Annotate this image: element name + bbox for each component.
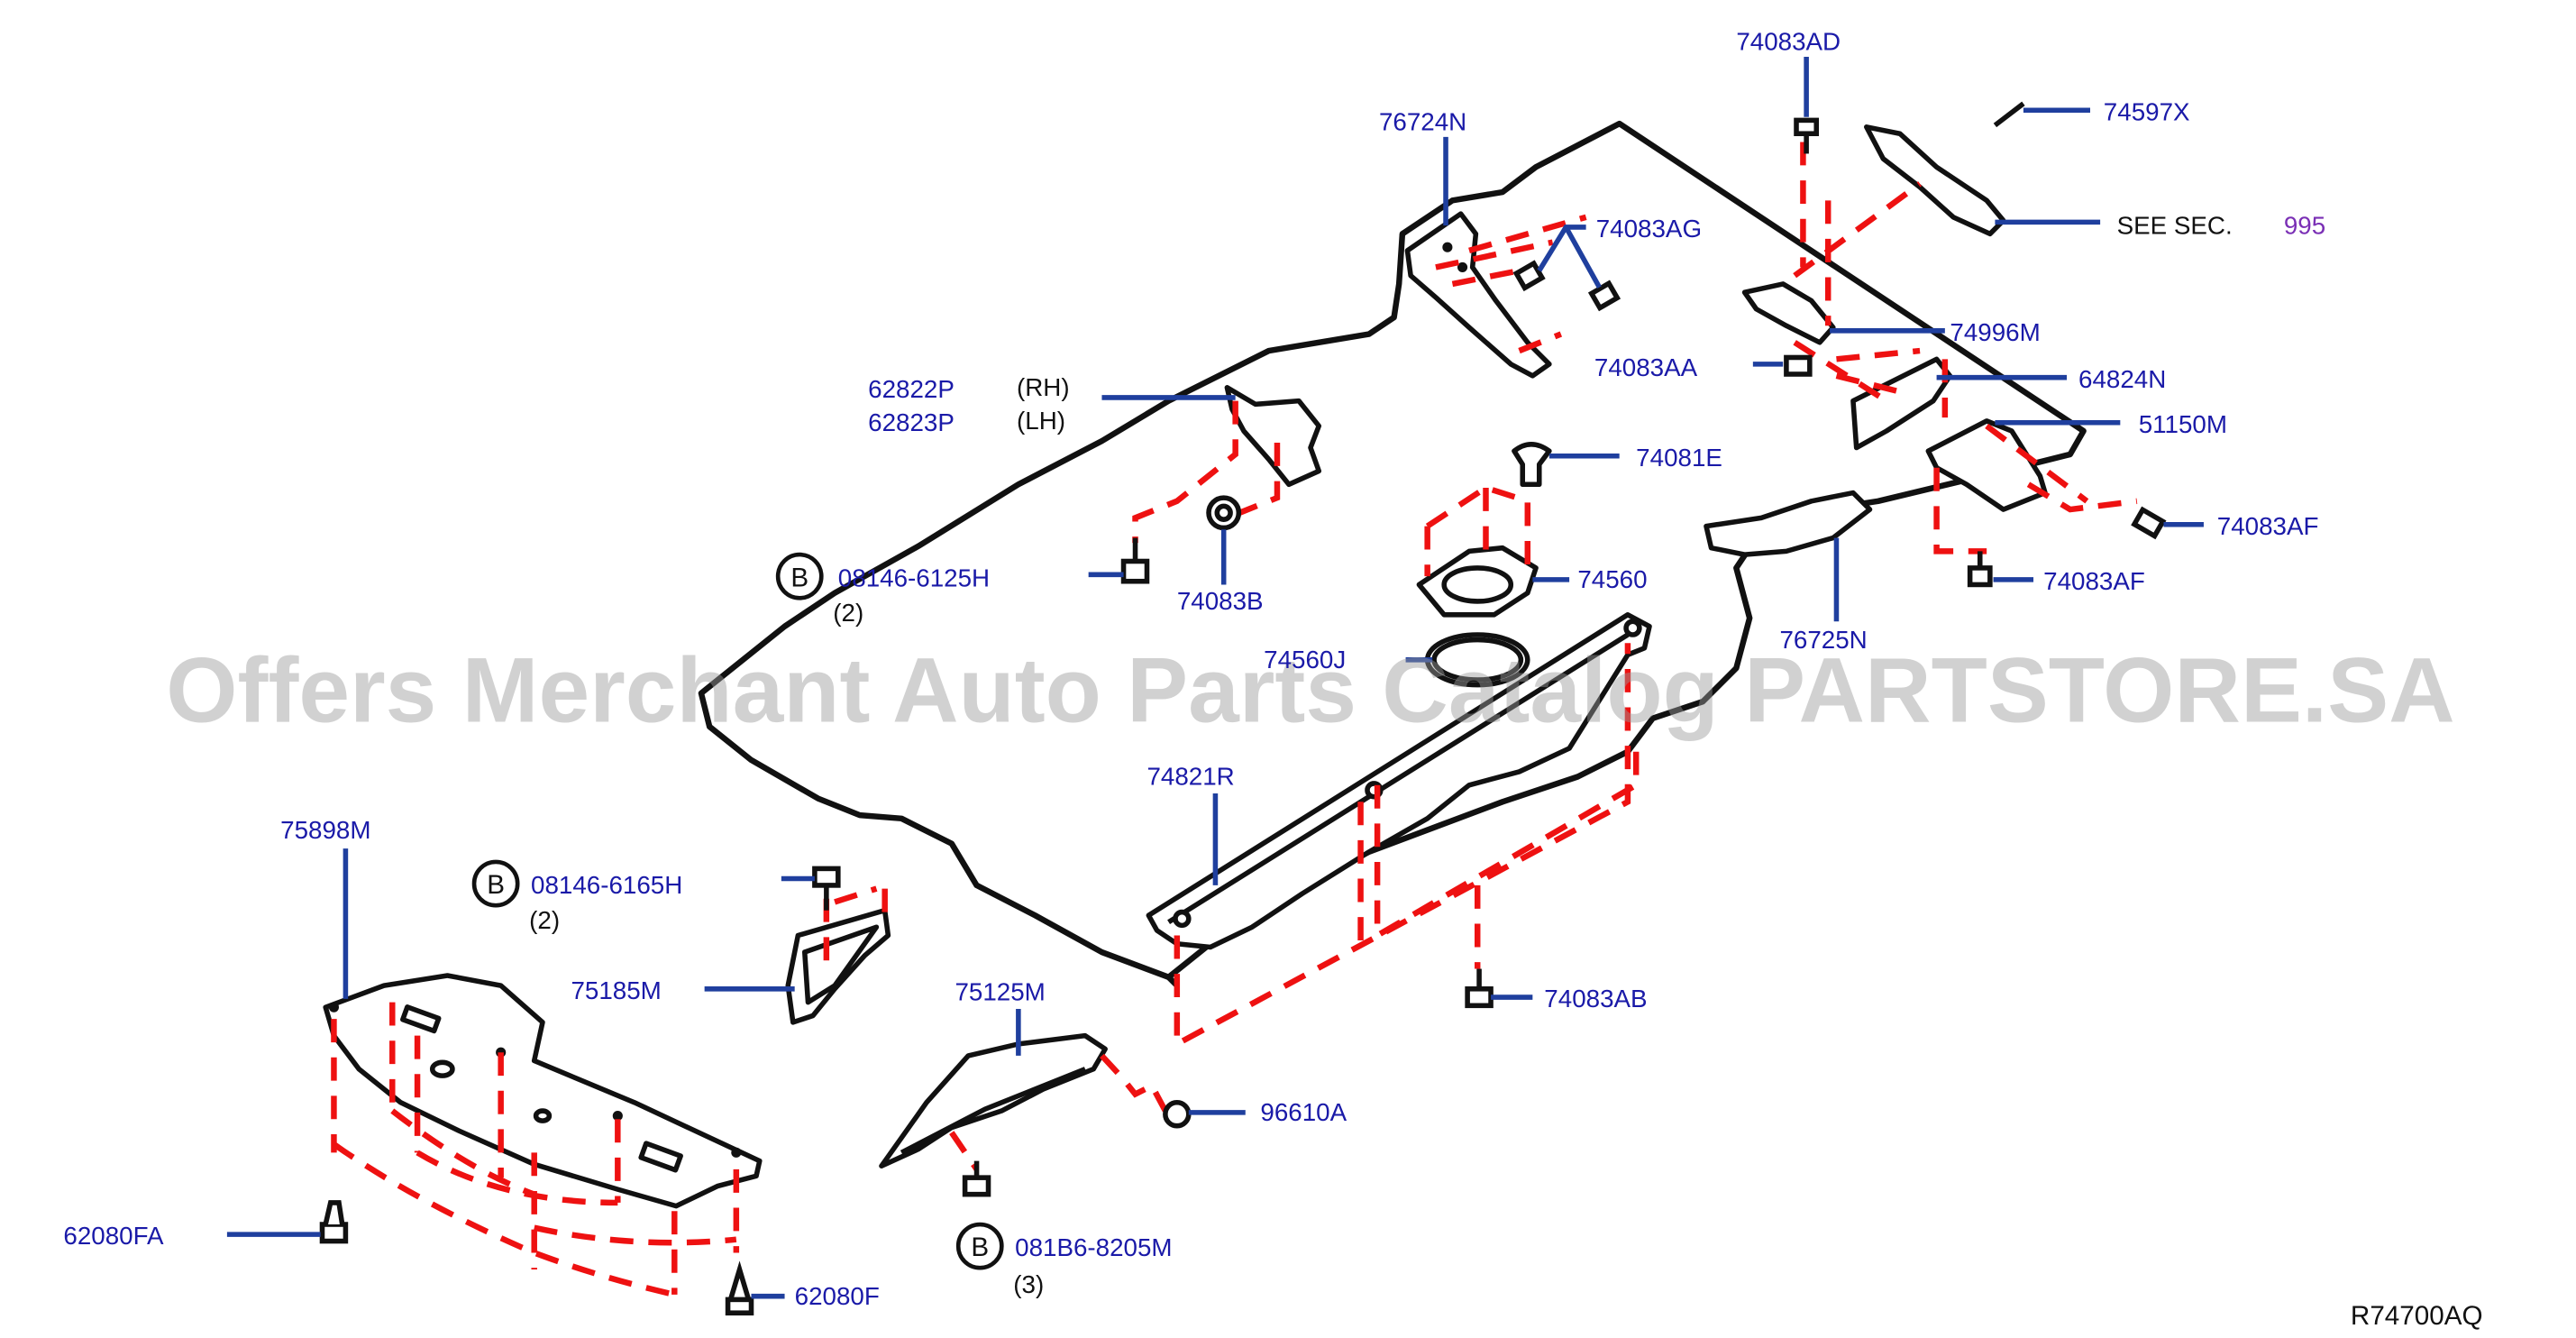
bolt-08146-6165H bbox=[812, 866, 841, 911]
crossmember-hole bbox=[1623, 619, 1642, 637]
label-qty-8205M: (3) bbox=[1013, 1270, 1044, 1298]
cover-74560 bbox=[1416, 545, 1539, 618]
bracket-64824N bbox=[1850, 356, 1953, 451]
undercover-clip-point bbox=[328, 1002, 340, 1013]
bolt-74083AB bbox=[1465, 968, 1494, 1009]
callout-b-8205M: B bbox=[955, 1222, 1004, 1270]
clip-62080FA bbox=[319, 1200, 349, 1244]
bracket-76724N-hole bbox=[1457, 261, 1468, 272]
undercover-slot bbox=[400, 1004, 442, 1034]
label-74083AA[interactable]: 74083AA bbox=[1594, 353, 1698, 381]
bolt-74083AG-b bbox=[1587, 280, 1621, 312]
crossmember-dash bbox=[1174, 643, 1640, 1049]
see-sec-text: SEE SEC. bbox=[2117, 211, 2233, 239]
bracket-62822P bbox=[1224, 385, 1322, 488]
undercover-dash-lines bbox=[331, 1002, 740, 1297]
label-76725N[interactable]: 76725N bbox=[1779, 626, 1867, 654]
jack-74597X bbox=[1864, 124, 2006, 237]
label-74560[interactable]: 74560 bbox=[1577, 565, 1647, 593]
clip-62080F bbox=[725, 1260, 754, 1315]
bolt-74083AG-a bbox=[1512, 260, 1546, 292]
label-74597X[interactable]: 74597X bbox=[2104, 97, 2190, 125]
callout-letter: B bbox=[790, 563, 808, 592]
label-62080FA[interactable]: 62080FA bbox=[63, 1222, 164, 1250]
label-08146-6125H[interactable]: 08146-6125H bbox=[838, 564, 990, 591]
splash-guard-ridge bbox=[900, 1067, 1086, 1155]
bolt-74083AD bbox=[1794, 117, 1820, 154]
callout-b-6125H: B bbox=[775, 552, 824, 600]
callout-letter: B bbox=[971, 1233, 989, 1262]
clip-74081E bbox=[1512, 442, 1552, 488]
undercover-slot bbox=[638, 1141, 683, 1173]
watermark-text: Offers Merchant Auto Parts Catalog PARTS… bbox=[166, 638, 2454, 741]
jack-handle-74597X bbox=[1993, 101, 2025, 128]
label-96610A[interactable]: 96610A bbox=[1260, 1098, 1347, 1126]
jack-bracket-74996M bbox=[1741, 281, 1836, 345]
label-74996M[interactable]: 74996M bbox=[1950, 318, 2040, 346]
bolt-08146-6125H bbox=[1120, 537, 1150, 584]
see-sec-number[interactable]: 995 bbox=[2284, 211, 2325, 239]
label-08146-6165H[interactable]: 08146-6165H bbox=[531, 871, 682, 899]
undercover-clip-point bbox=[612, 1111, 623, 1122]
cover-74560-center bbox=[1441, 565, 1514, 604]
label-rh: (RH) bbox=[1017, 373, 1070, 401]
cover-74560-dash bbox=[1424, 484, 1531, 577]
nut-96610A bbox=[1163, 1099, 1192, 1129]
label-62822P[interactable]: 62822P bbox=[868, 375, 955, 403]
leader-lines bbox=[226, 56, 2204, 1299]
bolt-74083AF-a bbox=[2131, 506, 2167, 540]
diagram-code: R74700AQ bbox=[2351, 1301, 2483, 1331]
label-74560J[interactable]: 74560J bbox=[1264, 646, 1346, 674]
undercover-hole bbox=[429, 1059, 455, 1078]
label-62080F[interactable]: 62080F bbox=[795, 1282, 880, 1310]
bracket-75185M-inner bbox=[801, 924, 880, 1005]
undercover-clip-point bbox=[731, 1147, 742, 1158]
bracket-51150M bbox=[1925, 418, 2048, 512]
bolt-081B6-8205M bbox=[962, 1160, 991, 1197]
bolt-74083AF-b bbox=[1967, 551, 1993, 588]
label-081B6-8205M[interactable]: 081B6-8205M bbox=[1015, 1233, 1172, 1261]
label-76724N[interactable]: 76724N bbox=[1379, 108, 1466, 136]
label-lh: (LH) bbox=[1017, 407, 1065, 435]
label-75898M[interactable]: 75898M bbox=[280, 816, 370, 844]
label-62823P[interactable]: 62823P bbox=[868, 408, 955, 436]
label-75185M[interactable]: 75185M bbox=[571, 976, 661, 1004]
label-74083AB[interactable]: 74083AB bbox=[1544, 985, 1647, 1013]
crossmember-ridge bbox=[1167, 632, 1630, 925]
label-qty-6125H: (2) bbox=[833, 599, 863, 627]
label-74083AG[interactable]: 74083AG bbox=[1596, 215, 1702, 243]
splash-guard-dash bbox=[949, 1053, 1168, 1171]
callout-b-6165H: B bbox=[471, 859, 520, 908]
bracket-62822P-dash bbox=[1132, 400, 1281, 544]
bracket-76724N-hole bbox=[1442, 242, 1453, 252]
label-74083AD[interactable]: 74083AD bbox=[1736, 28, 1841, 56]
floor-panel-outline bbox=[698, 120, 2087, 981]
bolt-74083AA bbox=[1784, 354, 1813, 377]
bracket-75185M bbox=[785, 907, 891, 1025]
rear-parts-dash bbox=[1793, 142, 2138, 554]
seal-74560J-inner bbox=[1431, 637, 1524, 683]
bracket-76724N bbox=[1404, 211, 1552, 379]
label-74821R[interactable]: 74821R bbox=[1146, 763, 1234, 791]
label-51150M[interactable]: 51150M bbox=[2139, 410, 2227, 438]
label-75125M[interactable]: 75125M bbox=[955, 978, 1045, 1006]
undercover-hole bbox=[533, 1108, 553, 1123]
nut-74083B bbox=[1206, 495, 1242, 531]
label-qty-6165H: (2) bbox=[529, 906, 560, 934]
bracket-76725N bbox=[1704, 490, 1873, 557]
label-74083AF-b[interactable]: 74083AF bbox=[2043, 567, 2145, 595]
callout-letter: B bbox=[487, 870, 505, 900]
bracket-76724N-dash bbox=[1435, 214, 1587, 354]
label-64824N[interactable]: 64824N bbox=[2078, 365, 2166, 393]
label-74083AF-a[interactable]: 74083AF bbox=[2217, 512, 2319, 540]
label-74081E[interactable]: 74081E bbox=[1636, 444, 1722, 472]
label-74083B[interactable]: 74083B bbox=[1177, 587, 1264, 615]
crossmember-hole bbox=[1173, 909, 1192, 929]
